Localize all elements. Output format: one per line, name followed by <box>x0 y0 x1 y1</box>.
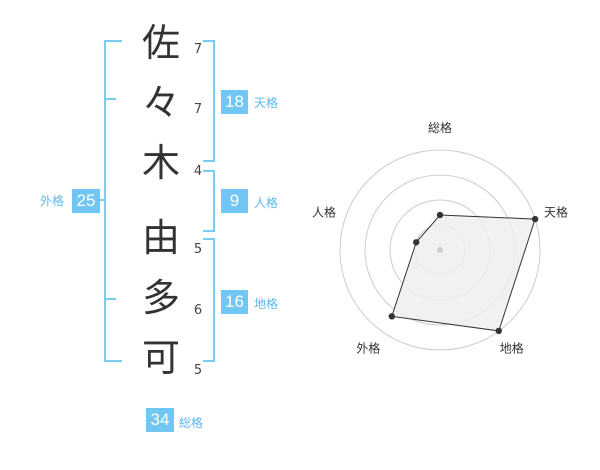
radar-center-dot <box>437 247 443 253</box>
name-char-4: 由 <box>141 216 180 260</box>
soukaku-value-badge: 34 <box>146 408 174 432</box>
chikaku-value-badge: 16 <box>221 290 248 314</box>
stroke-count-5: 6 <box>193 303 203 318</box>
stroke-count-3: 4 <box>193 164 203 179</box>
radar-axis-label-3: 地格 <box>500 341 524 356</box>
radar-point-3 <box>495 327 502 335</box>
radar-point-4 <box>388 313 396 320</box>
soukaku-label: 総格 <box>179 416 204 430</box>
name-char-3: 木 <box>141 141 180 185</box>
radar-axis-label-1: 総格 <box>428 120 452 135</box>
gaikaku-label: 外格 <box>40 194 65 208</box>
chikaku-bracket <box>203 238 215 362</box>
tenkaku-label: 天格 <box>254 96 279 110</box>
radar-axis-label-2: 天格 <box>544 204 568 219</box>
stroke-count-2: 7 <box>193 102 203 117</box>
tenkaku-value-badge: 18 <box>221 90 248 114</box>
tenkaku-bracket <box>203 40 215 162</box>
radar-axis-label-4: 外格 <box>356 341 380 356</box>
jinkaku-value-badge: 9 <box>221 189 248 213</box>
jinkaku-bracket <box>203 170 215 232</box>
stroke-count-1: 7 <box>193 42 203 57</box>
radar-grid-ring-4 <box>339 149 541 351</box>
name-char-1: 佐 <box>141 21 180 65</box>
jinkaku-label: 人格 <box>254 196 279 210</box>
stroke-count-4: 5 <box>193 242 203 257</box>
gaikaku-bracket-tick-1 <box>104 98 116 100</box>
name-char-6: 可 <box>141 336 180 380</box>
stroke-count-6: 5 <box>193 363 203 378</box>
radar-series-area <box>391 214 536 332</box>
gaikaku-bracket <box>104 40 122 362</box>
radar-point-5 <box>413 239 420 246</box>
gaikaku-bracket-tick-2 <box>104 298 116 300</box>
name-char-5: 多 <box>141 276 180 320</box>
radar-axis-label-5: 人格 <box>312 204 336 219</box>
radar-point-2 <box>531 215 539 223</box>
radar-point-1 <box>436 211 444 219</box>
chikaku-label: 地格 <box>254 297 279 311</box>
gaikaku-value-badge: 25 <box>72 189 100 213</box>
name-char-2: 々 <box>141 81 180 125</box>
